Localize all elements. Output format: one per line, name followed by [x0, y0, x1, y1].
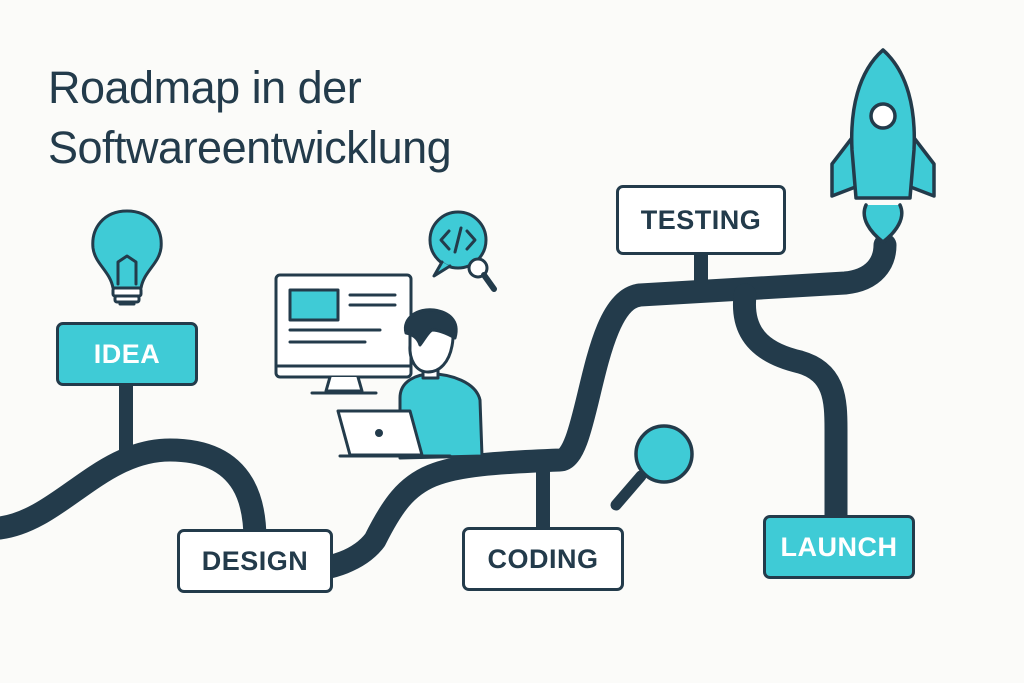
stage-testing: TESTING [616, 185, 786, 255]
rocket-icon [830, 48, 936, 244]
roadmap-path [0, 233, 897, 582]
page-title: Roadmap in der Softwareentwicklung [48, 58, 452, 178]
stage-idea: IDEA [56, 322, 198, 386]
monitor-icon [274, 273, 413, 395]
developer-illustration [336, 308, 484, 460]
idea-connector [119, 385, 133, 453]
stage-design: DESIGN [177, 529, 333, 593]
magnifying-glass-icon [610, 424, 694, 511]
coding-connector [536, 464, 550, 530]
title-line-2: Softwareentwicklung [48, 122, 452, 173]
stage-launch: LAUNCH [763, 515, 915, 579]
stage-coding: CODING [462, 527, 624, 591]
code-magnifier-icon [428, 210, 497, 292]
title-line-1: Roadmap in der [48, 62, 362, 113]
lightbulb-icon [91, 209, 163, 306]
roadmap-branch-launch [732, 283, 848, 530]
testing-connector [694, 254, 708, 290]
